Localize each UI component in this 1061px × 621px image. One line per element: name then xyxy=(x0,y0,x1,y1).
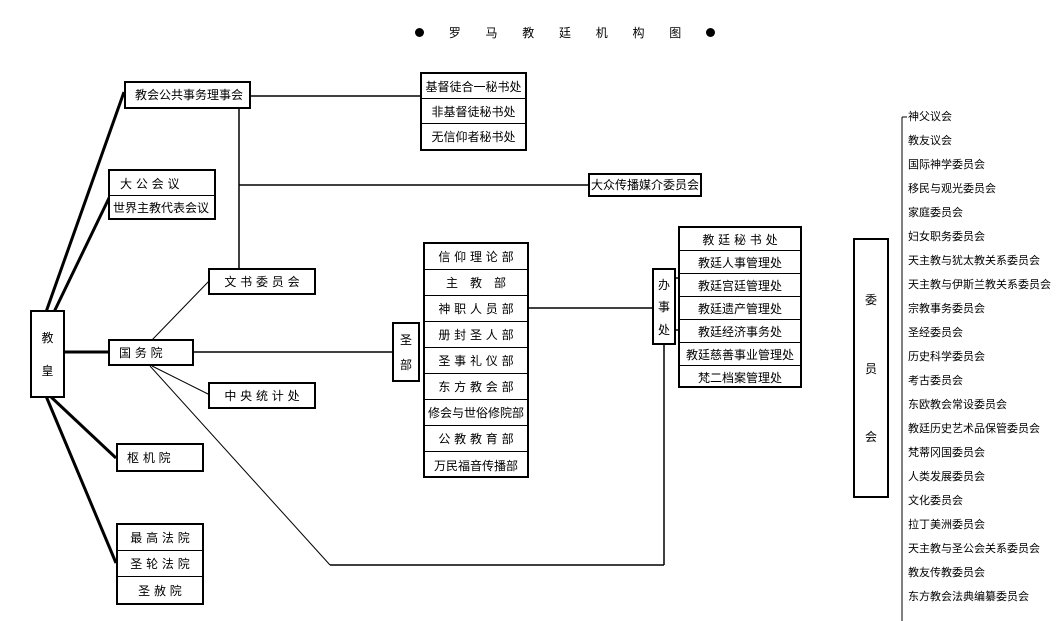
committee-item: 移民与观光委员会 xyxy=(908,182,996,195)
admin-office-box: 教廷宫廷管理处 xyxy=(680,274,800,297)
holy-dept-box: 圣 部 xyxy=(392,322,420,382)
central-statistics-office: 中 央 统 计 处 xyxy=(208,382,316,409)
committee-label-char: 会 xyxy=(864,429,877,444)
committee-list: 神父议会 教友议会 国际神学委员会 移民与观光委员会 家庭委员会 妇女职务委员会… xyxy=(908,108,1061,612)
office-char: 处 xyxy=(657,322,670,337)
secretariat-of-state: 国 务 院 xyxy=(108,339,194,366)
committee-item: 教友议会 xyxy=(908,134,952,147)
department-box: 东 方 教 会 部 xyxy=(425,374,527,400)
committee-item: 文化委员会 xyxy=(908,494,963,507)
title-char: 罗 xyxy=(448,25,461,40)
pope-char: 教 xyxy=(41,330,54,345)
admin-office-box: 教 廷 秘 书 处 xyxy=(680,228,800,251)
department-box: 主 教 部 xyxy=(425,270,527,296)
committee-label-char: 员 xyxy=(864,361,877,376)
office-box: 办 事 处 xyxy=(652,268,676,345)
committee-item: 东欧教会常设委员会 xyxy=(908,398,1007,411)
admin-office-box: 教廷遗产管理处 xyxy=(680,297,800,320)
court-box: 最 高 法 院 xyxy=(118,525,202,551)
committee-item: 天主教与犹太教关系委员会 xyxy=(908,254,1040,267)
court-box: 圣 赦 院 xyxy=(138,583,182,598)
committee-label-char: 委 xyxy=(864,293,877,308)
committee-item: 妇女职务委员会 xyxy=(908,230,985,243)
bishops-synod-box: 世界主教代表会议 xyxy=(113,200,210,215)
department-box: 圣 事 礼 仪 部 xyxy=(425,348,527,374)
court-box: 圣 轮 法 院 xyxy=(118,551,202,577)
bullet-dot-icon xyxy=(705,27,715,37)
committee-item: 教友传教委员会 xyxy=(908,566,985,579)
holy-dept-char: 部 xyxy=(399,357,412,372)
admin-offices-group: 教 廷 秘 书 处 教廷人事管理处 教廷宫廷管理处 教廷遗产管理处 教廷经济事务… xyxy=(678,226,802,388)
cardinals-college: 枢 机 院 xyxy=(116,443,204,472)
pope-char: 皇 xyxy=(41,364,54,379)
committee-item: 教廷历史艺术品保管委员会 xyxy=(908,422,1040,435)
committee-item: 历史科学委员会 xyxy=(908,350,985,363)
committee-item: 圣经委员会 xyxy=(908,326,963,339)
department-box: 神 职 人 员 部 xyxy=(425,296,527,322)
title-char: 图 xyxy=(669,25,682,40)
committee-item: 天主教与圣公会关系委员会 xyxy=(908,542,1040,555)
synod-box: 大 公 会 议 xyxy=(110,171,214,196)
committee-item: 考古委员会 xyxy=(908,374,963,387)
bullet-dot-icon xyxy=(415,27,424,37)
department-box: 信 仰 理 论 部 xyxy=(425,244,527,270)
committee-item: 天主教与伊斯兰教关系委员会 xyxy=(908,278,1051,291)
office-char: 事 xyxy=(657,300,670,314)
title-char: 马 xyxy=(485,25,498,40)
church-affairs-council: 教会公共事务理事会 xyxy=(124,81,251,109)
title-char: 教 xyxy=(522,25,535,40)
department-box: 公 教 教 育 部 xyxy=(425,426,527,452)
admin-office-box: 教廷经济事务处 xyxy=(680,320,800,343)
department-box: 册 封 圣 人 部 xyxy=(425,322,527,348)
committee-item: 宗教事务委员会 xyxy=(908,302,985,315)
secretariat-box: 基督徒合一秘书处 xyxy=(422,74,525,99)
holy-dept-char: 圣 xyxy=(399,333,412,348)
courts-group: 最 高 法 院 圣 轮 法 院 圣 赦 院 xyxy=(116,523,204,605)
committee-item: 神父议会 xyxy=(908,110,952,123)
documents-committee: 文 书 委 员 会 xyxy=(208,268,316,295)
department-box: 修会与世俗修院部 xyxy=(425,400,527,426)
committee-item: 人类发展委员会 xyxy=(908,470,985,483)
title-char: 廷 xyxy=(558,25,571,40)
secretariat-box: 非基督徒秘书处 xyxy=(422,99,525,124)
diagram-title: 罗 马 教 廷 机 构 图 xyxy=(415,24,715,40)
admin-office-box: 教廷人事管理处 xyxy=(680,251,800,274)
admin-office-box: 教廷慈善事业管理处 xyxy=(680,343,800,366)
department-box: 万民福音传播部 xyxy=(433,458,518,473)
committee-item: 东方教会法典编纂委员会 xyxy=(908,590,1029,603)
admin-office-box: 梵二档案管理处 xyxy=(697,371,782,385)
office-char: 办 xyxy=(657,277,670,292)
mass-media-committee: 大众传播媒介委员会 xyxy=(588,173,702,197)
title-char: 构 xyxy=(632,25,645,40)
committee-item: 国际神学委员会 xyxy=(908,158,985,171)
secretariats-group: 基督徒合一秘书处 非基督徒秘书处 无信仰者秘书处 xyxy=(420,72,527,151)
pope-box: 教 皇 xyxy=(30,310,65,398)
secretariat-box: 无信仰者秘书处 xyxy=(431,130,516,144)
committee-item: 拉丁美洲委员会 xyxy=(908,518,985,531)
committee-label-box: 委 员 会 xyxy=(853,238,889,498)
departments-group: 信 仰 理 论 部 主 教 部 神 职 人 员 部 册 封 圣 人 部 圣 事 … xyxy=(423,242,529,478)
committee-item: 家庭委员会 xyxy=(908,206,963,219)
committee-item: 梵蒂冈国委员会 xyxy=(908,446,985,459)
title-char: 机 xyxy=(595,25,608,40)
synod-group: 大 公 会 议 世界主教代表会议 xyxy=(108,169,216,220)
